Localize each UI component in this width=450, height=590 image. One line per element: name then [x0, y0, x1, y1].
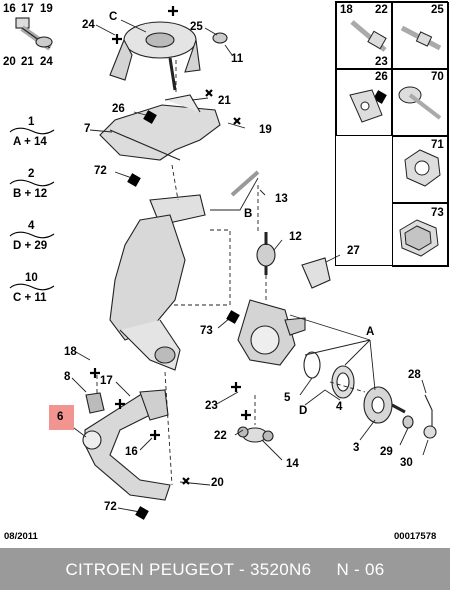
- label-5: 5: [284, 392, 291, 404]
- label-27: 27: [347, 245, 360, 257]
- top-mount-c-illustration: [109, 21, 201, 91]
- cross-markers: [90, 6, 251, 485]
- label-26: 26: [112, 103, 125, 115]
- label-23: 23: [205, 400, 218, 412]
- bearing-4-illustration: [331, 365, 355, 399]
- label-19-arm: 19: [259, 124, 272, 136]
- label-7: 7: [84, 123, 91, 135]
- footer-bar: [0, 548, 450, 590]
- label-73: 73: [200, 325, 213, 337]
- bolt-25-illustration: [400, 25, 442, 51]
- label-14: 14: [286, 458, 299, 470]
- label-20-arm: 20: [211, 477, 224, 489]
- kit-4-number: 4: [28, 220, 35, 232]
- cell-73: [392, 203, 449, 267]
- kit-2-formula: B + 12: [13, 188, 48, 200]
- cell-71: [392, 136, 449, 203]
- label-72-lower: 72: [104, 501, 117, 513]
- label-25: 25: [190, 21, 203, 33]
- stud-13-illustration: [230, 170, 260, 197]
- footer-title: CITROEN PEUGEOT - 3520N6 N - 06: [65, 560, 385, 579]
- diagram-date: 08/2011: [4, 531, 38, 542]
- lower-arm-6-illustration: [82, 389, 171, 501]
- highlight-part-6: [49, 405, 74, 430]
- label-21-arm: 21: [218, 95, 231, 107]
- label-b: B: [244, 208, 253, 220]
- label-21: 21: [21, 56, 34, 68]
- label-30: 30: [400, 457, 413, 469]
- kit-1-number: 1: [28, 116, 35, 128]
- bolt-16-illustration: [15, 17, 53, 51]
- label-d: D: [299, 405, 308, 417]
- label-a: A: [366, 326, 375, 338]
- label-6: 6: [57, 411, 64, 423]
- label-8: 8: [64, 371, 71, 383]
- label-16-arm: 16: [125, 446, 138, 458]
- circlip-5-illustration: [303, 351, 321, 379]
- label-12: 12: [289, 231, 302, 243]
- balljoint-14-illustration: [237, 426, 274, 443]
- panel-label-70: 70: [431, 71, 444, 83]
- label-c: C: [109, 11, 118, 23]
- label-24: 24: [40, 56, 53, 68]
- label-4: 4: [336, 401, 343, 413]
- label-28: 28: [408, 369, 421, 381]
- cell-18-22-23: [336, 2, 392, 69]
- label-29: 29: [380, 446, 393, 458]
- panel-label-73: 73: [431, 207, 444, 219]
- upper-arm-illustration: [99, 94, 221, 161]
- strut-knuckle-illustration: [109, 194, 206, 371]
- label-3: 3: [353, 442, 360, 454]
- kit-10-number: 10: [25, 272, 38, 284]
- nut-29-illustration: [402, 415, 414, 429]
- bush-8-illustration: [85, 392, 105, 414]
- cap-30-illustration: [423, 425, 437, 439]
- label-22: 22: [214, 430, 227, 442]
- cell-70: [392, 69, 449, 136]
- panel-label-26: 26: [375, 71, 388, 83]
- nut-73-illustration: [399, 219, 439, 257]
- parts-panel: [335, 1, 449, 267]
- kit-braces: [9, 127, 55, 291]
- ball-joint-12-illustration: [256, 232, 276, 275]
- shield-27-illustration: [301, 257, 331, 289]
- hub-carrier-illustration: [237, 299, 306, 366]
- kit-2-number: 2: [28, 168, 35, 180]
- kit-1-formula: A + 14: [13, 136, 47, 148]
- panel-label-71: 71: [431, 139, 444, 151]
- label-72-upper: 72: [94, 165, 107, 177]
- pin-28-illustration: [424, 394, 433, 428]
- bracket-26-illustration: [349, 89, 383, 123]
- cell-26: [336, 69, 392, 136]
- kit-4-formula: D + 29: [13, 240, 48, 252]
- bolt-70-illustration: [398, 86, 442, 120]
- nut-71-illustration: [404, 149, 441, 187]
- label-13: 13: [275, 193, 288, 205]
- panel-label-22: 22: [375, 4, 388, 16]
- label-20: 20: [3, 56, 16, 68]
- diagram-code: 00017578: [394, 531, 437, 542]
- bolt-18-22-23-illustration: [350, 20, 387, 52]
- nut-11-illustration: [212, 32, 228, 44]
- panel-label-25: 25: [431, 4, 444, 16]
- label-19: 19: [40, 3, 53, 15]
- label-24-mount: 24: [82, 19, 95, 31]
- label-18: 18: [64, 346, 77, 358]
- fastener-markers: [127, 90, 387, 520]
- label-17: 17: [21, 3, 34, 15]
- hub-3-illustration: [363, 386, 406, 424]
- panel-label-18: 18: [340, 4, 353, 16]
- cell-25: [392, 2, 449, 69]
- label-11: 11: [231, 53, 244, 65]
- panel-label-23: 23: [375, 56, 388, 68]
- label-17-arm: 17: [100, 375, 113, 387]
- label-16: 16: [3, 3, 16, 15]
- kit-10-formula: C + 11: [13, 292, 47, 304]
